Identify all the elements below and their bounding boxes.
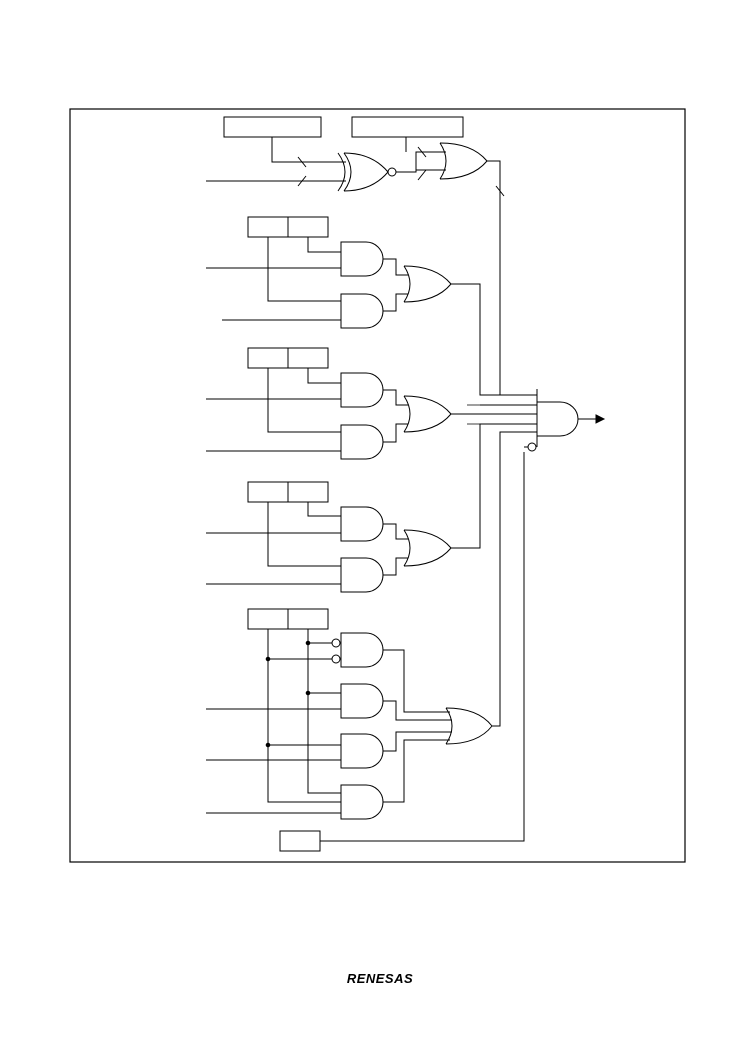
field-box-4b <box>287 608 329 630</box>
diagram-frame <box>69 108 686 863</box>
and-gate-2a <box>340 372 384 408</box>
and-gate-4d <box>340 784 384 820</box>
footer-logo-area: RENESAS <box>330 970 430 990</box>
and-gate-4c <box>340 733 384 769</box>
and-gate-1a <box>340 241 384 277</box>
renesas-logo: RENESAS <box>346 971 414 986</box>
condition-block-3 <box>206 423 537 593</box>
and-gate-3a <box>340 506 384 542</box>
field-box-4a <box>247 608 289 630</box>
field-box-3a <box>247 481 289 503</box>
and-gate-2b <box>340 424 384 460</box>
field-box-2a <box>247 347 289 369</box>
inverter-bubble-4a2 <box>331 654 341 664</box>
field-box-1a <box>247 216 289 238</box>
and-gate-3b <box>340 557 384 593</box>
and-gate-1b <box>340 293 384 329</box>
or-gate-2 <box>403 395 452 433</box>
output-and-gate <box>480 389 606 452</box>
or-gate-1 <box>403 265 452 303</box>
field-box-2b <box>287 347 329 369</box>
or-gate-3 <box>403 529 452 567</box>
wires-top <box>206 137 505 395</box>
field-box-1b <box>287 216 329 238</box>
wire-enable <box>320 452 525 842</box>
and-gate-4a <box>340 632 384 668</box>
condition-block-2 <box>206 347 537 460</box>
or-gate-4 <box>445 707 493 745</box>
or-gate-top <box>439 142 488 180</box>
xnor-gate <box>337 152 397 192</box>
output-inverter-bubble <box>527 442 537 452</box>
inverter-bubble-4a1 <box>331 638 341 648</box>
register-box-a <box>223 116 322 138</box>
register-box-b <box>351 116 464 138</box>
enable-box <box>279 830 321 852</box>
and-gate-4b <box>340 683 384 719</box>
field-box-3b <box>287 481 329 503</box>
condition-block-4 <box>206 431 537 820</box>
